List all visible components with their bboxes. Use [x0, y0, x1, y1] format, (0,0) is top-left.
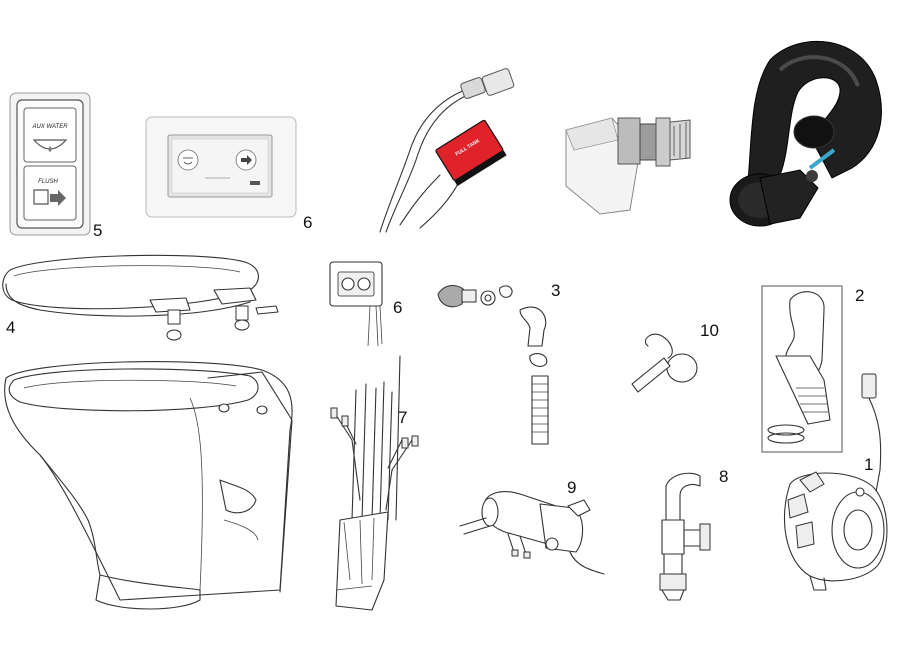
callout-2: 2 — [855, 286, 864, 305]
callout-6-top: 6 — [303, 213, 312, 232]
water-inlet-valve — [565, 117, 691, 215]
part-4-seat-and-lid — [2, 254, 279, 341]
callout-5: 5 — [93, 221, 102, 240]
callout-4: 4 — [6, 318, 15, 337]
part-6-small-panel — [329, 261, 383, 347]
part-3-inlet-hose-kit — [437, 285, 549, 445]
callout-6-bottom: 6 — [393, 298, 402, 317]
flush-icon — [33, 189, 66, 206]
toilet-bowl — [4, 361, 293, 610]
flush-label: FLUSH — [38, 179, 58, 185]
part-7-wiring-harness — [330, 355, 419, 611]
aux-water-label: AUX WATER — [31, 124, 68, 130]
full-tank-box: FULL TANK — [435, 119, 507, 187]
part-10-plug — [631, 333, 698, 393]
part-9-water-pump — [459, 491, 605, 575]
tank-level-sensor: FULL TANK — [379, 68, 515, 233]
part-8-fitting — [659, 472, 711, 601]
aux-water-icon — [32, 139, 68, 152]
part-2-hose-kit — [761, 285, 843, 453]
callout-9: 9 — [567, 478, 576, 497]
part-5-switch-panel: AUX WATER FLUSH — [9, 92, 91, 236]
callout-7: 7 — [398, 408, 407, 427]
callout-8: 8 — [719, 467, 728, 486]
part-1-pump-motor — [784, 373, 888, 591]
discharge-hose-elbow — [729, 40, 882, 227]
callout-3: 3 — [551, 281, 560, 300]
callout-10: 10 — [700, 321, 719, 340]
callout-1: 1 — [864, 455, 873, 474]
part-6-control-panel — [145, 116, 297, 218]
